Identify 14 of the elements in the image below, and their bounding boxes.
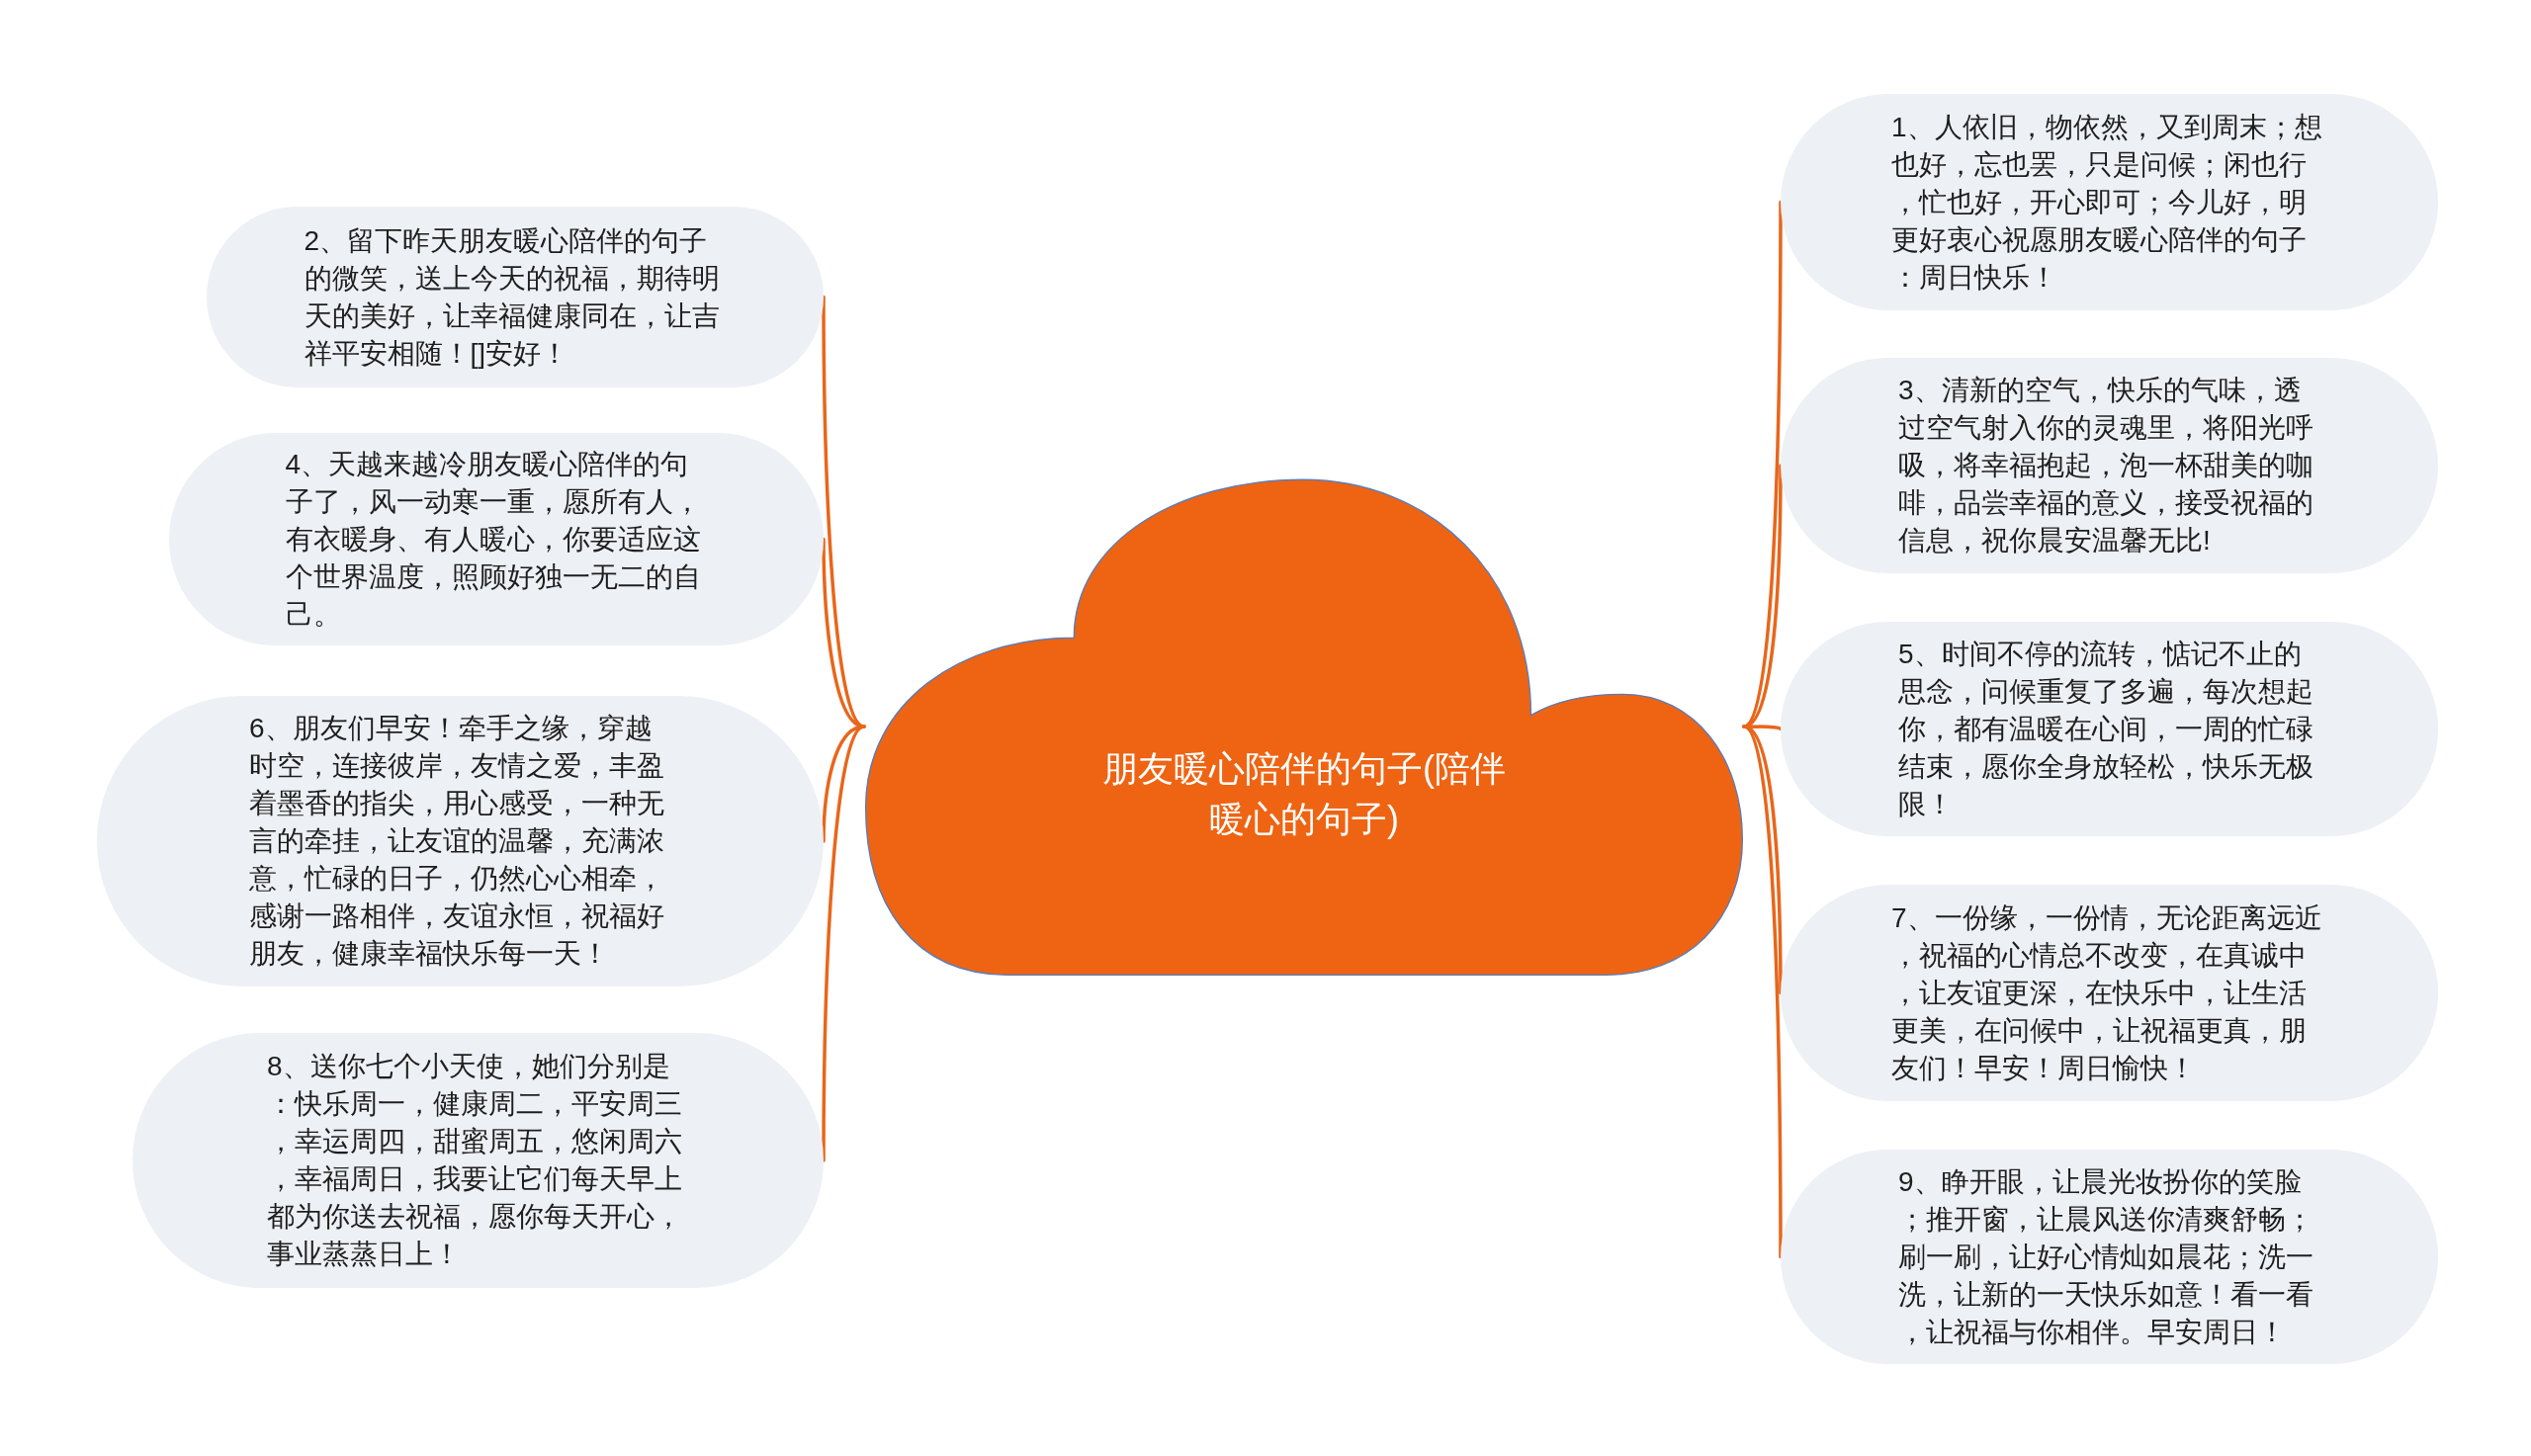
text-bubble: 5、时间不停的流转，惦记不止的思念，问候重复了多遍，每次想起你，都有温暖在心间，一周的忙碌结束，愿你全身放轻松，快乐无极限！ [1781, 622, 2438, 836]
connector-line [822, 725, 866, 1162]
connector-line [822, 725, 866, 843]
text-bubble: 2、留下昨天朋友暖心陪伴的句子的微笑，送上今天的祝福，期待明天的美好，让幸福健康同在，让吉祥平安相随！[]安好！ [207, 207, 824, 387]
cloud: 朋友暖心陪伴的句子(陪伴暖心的句子) [864, 476, 1744, 977]
connector-line [1742, 725, 1783, 995]
text-bubble: 6、朋友们早安！牵手之缘，穿越时空，连接彼岸，友情之爱，丰盈着墨香的指尖，用心感受，一种无言的牵挂，让友谊的温馨，充满浓意，忙碌的日子，仍然心心相牵，感谢一路相伴，友谊永恒，祝福好朋友，健康幸福快乐每一天！ [97, 696, 824, 986]
text-bubble: 3、清新的空气，快乐的气味，透过空气射入你的灵魂里，将阳光呼吸，将幸福抱起，泡一杯甜美的咖啡，品尝幸福的意义，接受祝福的信息，祝你晨安温馨无比! [1781, 358, 2438, 573]
text-bubble: 8、送你七个小天使，她们分别是：快乐周一，健康周二，平安周三，幸运周四，甜蜜周五，悠闲周六，幸福周日，我要让它们每天早上都为你送去祝福，愿你每天开心，事业蒸蒸日上！ [132, 1033, 824, 1288]
text-bubble: 1、人依旧，物依然，又到周末；想也好，忘也罢，只是问候；闲也行，忙也好，开心即可；今儿好，明更好衷心祝愿朋友暖心陪伴的句子：周日快乐！ [1781, 94, 2438, 310]
text-bubble: 7、一份缘，一份情，无论距离远近，祝福的心情总不改变，在真诚中，让友谊更深，在快乐中，让生活更美，在问候中，让祝福更真，朋友们！早安！周日愉快！ [1781, 885, 2438, 1101]
connector-line [1742, 725, 1783, 1259]
text-bubble: 9、睁开眼，让晨光妆扮你的笑脸；推开窗，让晨风送你清爽舒畅；刷一刷，让好心情灿如晨花；洗一洗，让新的一天快乐如意！看一看，让祝福与你相伴。早安周日！ [1781, 1150, 2438, 1364]
text-bubble: 4、天越来越冷朋友暖心陪伴的句子了，风一动寒一重，愿所有人，有衣暖身、有人暖心，你要适应这个世界温度，照顾好独一无二的自己。 [169, 433, 824, 645]
